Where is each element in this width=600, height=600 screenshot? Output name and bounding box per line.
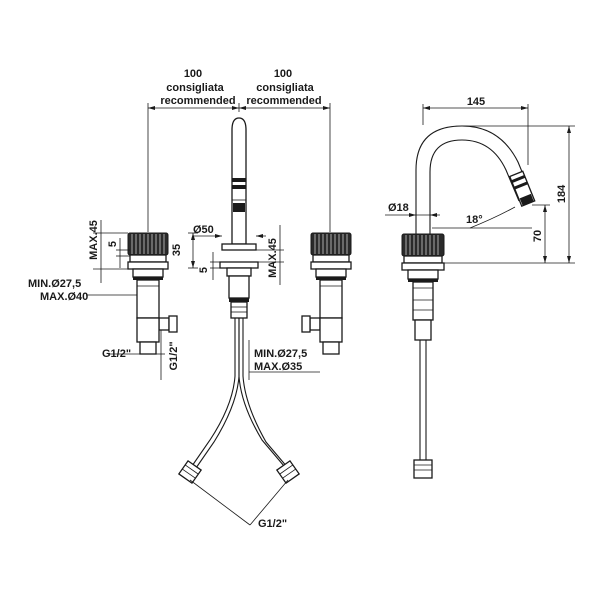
center-5-label: 5 (198, 267, 210, 273)
center-dimensions: Ø50 MAX.45 5 MIN.Ø27,5 MAX.Ø35 (193, 224, 320, 380)
height-spout-label: 70 (532, 230, 544, 242)
center-spout-front: G1/2" (177, 117, 301, 530)
center-max45-label: MAX.45 (267, 238, 279, 278)
left-max45-label: MAX.45 (88, 220, 100, 260)
left-spacing-line2: recommended (160, 95, 235, 107)
reach-label: 145 (467, 96, 485, 108)
left-5-label: 5 (107, 241, 119, 247)
right-spacing-value: 100 (274, 68, 292, 80)
base-diameter-label: Ø50 (193, 224, 214, 236)
left-hole-min-label: MIN.Ø27,5 (28, 278, 81, 290)
left-hole-max-label: MAX.Ø40 (40, 291, 88, 303)
left-35-label: 35 (171, 244, 183, 256)
left-spacing-value: 100 (184, 68, 202, 80)
right-spacing-line2: recommended (246, 95, 321, 107)
right-valve (301, 232, 352, 355)
left-thread-horizontal-label: G1/2" (102, 348, 131, 360)
center-hole-min-label: MIN.Ø27,5 (254, 348, 307, 360)
center-hole-max-label: MAX.Ø35 (254, 361, 302, 373)
left-valve (127, 232, 178, 355)
spout-diameter-label: Ø18 (388, 202, 409, 214)
left-dimensions: MAX.45 5 35 MIN.Ø27,5 MAX.Ø40 G1/2" G1/2… (28, 220, 198, 380)
left-thread-vertical-label: G1/2" (168, 341, 180, 370)
side-view (401, 125, 536, 479)
side-dimensions: 145 184 70 Ø18 18° (385, 96, 575, 264)
spacing-dimensions: 100 consigliata recommended 100 consigli… (147, 68, 331, 232)
hose-thread-label: G1/2" (258, 518, 287, 530)
spout-angle-label: 18° (466, 214, 483, 226)
left-spacing-line1: consigliata (166, 82, 224, 94)
right-spacing-line1: consigliata (256, 82, 314, 94)
height-total-label: 184 (556, 184, 568, 203)
